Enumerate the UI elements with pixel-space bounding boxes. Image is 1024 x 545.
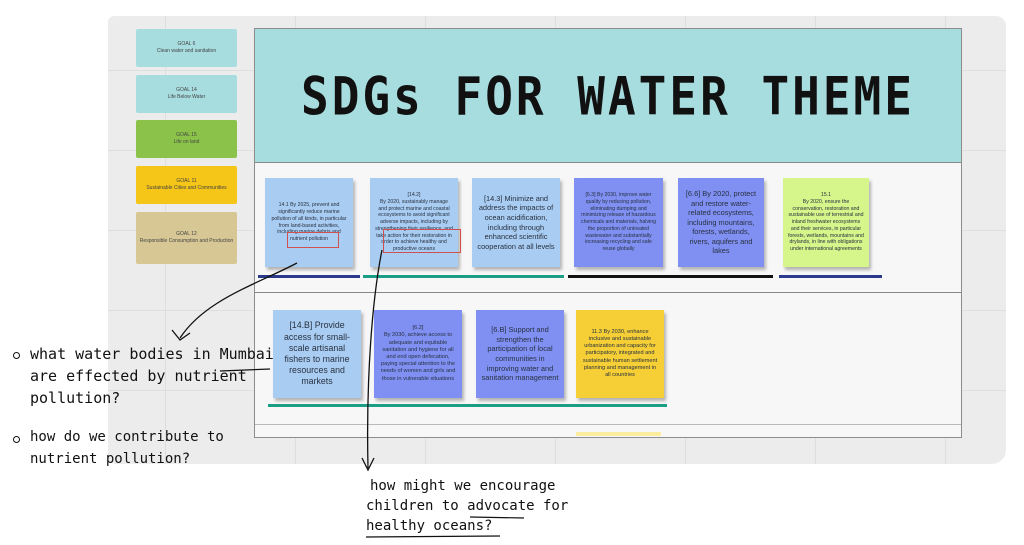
row-divider <box>255 424 961 425</box>
sticky-note[interactable]: [14.B] Provide access for small-scale ar… <box>273 310 361 398</box>
handwritten-question: healthy oceans? <box>366 518 493 534</box>
legend-goal-name: Life on land <box>173 139 200 145</box>
sticky-note-text: [14.2] By 2020, sustainably manage and p… <box>375 192 453 252</box>
sticky-note[interactable]: [6.3] By 2030, improve water quality by … <box>574 178 663 267</box>
handwritten-question: pollution? <box>30 389 121 407</box>
underline-stroke <box>469 516 525 519</box>
sticky-note-text: 15.1 By 2020, ensure the conservation, r… <box>788 192 864 252</box>
text-highlight-box <box>383 229 461 253</box>
legend-goal-12[interactable]: GOAL 12 Responsible Consumption and Prod… <box>136 212 237 264</box>
legend-goal-11[interactable]: GOAL 11 Sustainable Cities and Communiti… <box>136 166 237 204</box>
handwritten-question: what water bodies in Mumbai <box>30 345 274 363</box>
goal-underline-bar <box>258 275 360 278</box>
title-banner <box>255 29 961 162</box>
goal-underline-bar <box>576 432 661 436</box>
underline-stroke <box>365 535 501 538</box>
legend-goal-14[interactable]: GOAL 14 Life Below Water <box>136 75 237 113</box>
arrow-line <box>366 249 383 469</box>
sticky-note-text: 11.3 By 2030, enhance inclusive and sust… <box>582 328 658 378</box>
handwritten-question: children to advocate for <box>366 498 569 514</box>
arrow-head <box>171 329 191 341</box>
underline-stroke <box>219 368 271 372</box>
sticky-note[interactable]: [6.B] Support and strengthen the partici… <box>476 310 564 398</box>
sticky-note[interactable]: 11.3 By 2030, enhance inclusive and sust… <box>576 310 664 398</box>
legend-goal-number: GOAL 15 <box>176 132 197 138</box>
sticky-note-text: [14.3] Minimize and address the impacts … <box>477 193 555 251</box>
goal-underline-bar <box>363 275 564 278</box>
arrow-line <box>179 262 298 339</box>
legend-goal-name: Life Below Water <box>167 94 206 100</box>
legend-goal-number: GOAL 11 <box>176 178 197 184</box>
sticky-note-text: [6.3] By 2030, improve water quality by … <box>581 192 656 252</box>
handwritten-question: are effected by nutrient <box>30 367 247 385</box>
legend-goal-number: GOAL 6 <box>177 41 196 47</box>
legend-goal-name: Clean water and sanitation <box>156 48 217 54</box>
bullet-icon <box>13 436 20 443</box>
text-highlight-box <box>287 232 339 248</box>
sticky-note[interactable]: 15.1 By 2020, ensure the conservation, r… <box>783 178 869 267</box>
legend-goal-name: Sustainable Cities and Communities <box>146 185 227 191</box>
sticky-note-text: [6.2] By 2030, achieve access to adequat… <box>380 325 456 382</box>
sticky-note[interactable]: [6.6] By 2020, protect and restore water… <box>678 178 764 267</box>
row-divider <box>255 162 961 163</box>
handwritten-question: nutrient pollution? <box>30 451 191 467</box>
goal-underline-bar <box>568 275 773 278</box>
sticky-note[interactable]: [14.3] Minimize and address the impacts … <box>472 178 560 267</box>
sticky-note-text: [6.6] By 2020, protect and restore water… <box>685 188 757 256</box>
handwritten-question: how might we encourage <box>370 478 556 494</box>
bullet-icon <box>13 352 20 359</box>
arrow-head <box>361 457 375 472</box>
sticky-note-text: [14.B] Provide access for small-scale ar… <box>284 320 350 387</box>
board-title: SDGs FOR WATER THEME <box>301 64 915 127</box>
sticky-note-text: [6.B] Support and strengthen the partici… <box>481 325 559 383</box>
goal-underline-bar <box>268 404 667 407</box>
legend-goal-6[interactable]: GOAL 6 Clean water and sanitation <box>136 29 237 67</box>
handwritten-question: how do we contribute to <box>30 429 224 445</box>
legend-goal-name: Responsible Consumption and Production <box>139 238 234 244</box>
legend-goal-number: GOAL 12 <box>176 231 197 237</box>
goal-underline-bar <box>779 275 882 278</box>
legend-goal-number: GOAL 14 <box>176 87 197 93</box>
legend-goal-15[interactable]: GOAL 15 Life on land <box>136 120 237 158</box>
row-divider <box>255 292 961 293</box>
sticky-note[interactable]: [6.2] By 2030, achieve access to adequat… <box>374 310 462 398</box>
